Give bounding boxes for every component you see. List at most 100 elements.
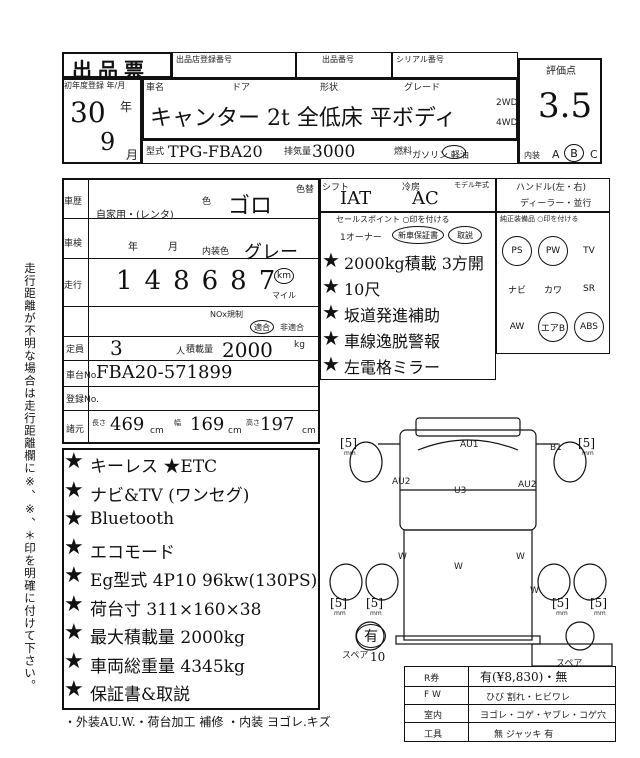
fuel-label: 燃料: [394, 147, 413, 157]
footer-line-1: [404, 686, 616, 687]
displacement-label: 排気量: [284, 147, 312, 157]
feature-star: ★: [64, 449, 84, 474]
feature-star: ★: [64, 677, 84, 702]
footer-fw-label: F W: [424, 690, 441, 700]
side-note: 走行距離が不明な場合は走行距離欄に※、※、＊印を明確に付けて下さい。: [23, 262, 37, 692]
interior-b: B: [570, 146, 578, 160]
footer-line-2: [404, 704, 616, 705]
info-line-2: [62, 258, 320, 259]
feature-star: ★: [64, 477, 84, 503]
year-value: 30: [70, 96, 106, 129]
drive-2wd: 2WD: [496, 98, 518, 108]
sales-point-star: ★: [322, 300, 340, 324]
footer-vline: [468, 666, 469, 742]
feature-star: ★: [64, 506, 84, 531]
sales-point-star: ★: [322, 248, 340, 272]
interior-c: C: [590, 148, 598, 161]
ac-label: 冷房: [402, 183, 421, 193]
body-label: 形状: [320, 83, 339, 93]
equipment-box: [496, 212, 610, 354]
load-label: 積載量: [186, 345, 214, 355]
spare-circle: 有: [356, 624, 386, 648]
length-value: 469: [110, 414, 145, 435]
footer-tools-value: 無 ジャッキ 有: [494, 730, 554, 740]
sales-point-text: 10尺: [344, 280, 381, 299]
feature-text: 荷台寸 311×160×38: [90, 599, 262, 620]
dealer-label: ディーラー・並行: [520, 199, 592, 209]
equipment-item: ナビ: [507, 285, 526, 296]
equipment-label: 純正装備品 ○印を付ける: [500, 215, 579, 223]
sales-point-text: 2000kg積載 3方開: [344, 254, 484, 273]
reg-no-box: [172, 52, 296, 78]
info-line-7: [62, 410, 320, 411]
feature-text: Bluetooth: [90, 509, 175, 529]
inspection-label: 車検: [64, 239, 83, 249]
spare-value: 有: [364, 629, 378, 645]
model-box: [142, 140, 518, 164]
equipment-item: SR: [583, 284, 595, 294]
model-value: TPG-FBA20: [168, 142, 263, 161]
inspection-month: 月: [168, 242, 178, 253]
usage-label: 車歴: [64, 197, 83, 207]
manual-circle: 取説: [448, 226, 482, 244]
feature-star: ★: [64, 620, 84, 645]
tire-unit: mm: [594, 610, 606, 617]
handle-label: ハンドル(左・右): [516, 183, 587, 193]
info-line-6: [62, 386, 320, 387]
color-change-label: 色替: [296, 185, 315, 195]
ship-no-label: 出品番号: [322, 55, 354, 64]
diagram-mark: U3: [454, 486, 467, 496]
tire-unit: mm: [582, 450, 594, 457]
height-unit: cm: [302, 426, 316, 436]
tire-label: [5]: [340, 436, 357, 450]
width-unit: cm: [228, 426, 242, 436]
tire-unit: mm: [370, 610, 382, 617]
serial-label: シリアル番号: [396, 55, 444, 64]
remarks: ・外装AU.W.・荷台加工 補修 ・内装 ヨゴレ.キズ: [64, 715, 331, 729]
diagram-mark: B1: [550, 443, 562, 453]
feature-star: ★: [64, 648, 84, 674]
feature-star: ★: [64, 591, 84, 617]
width-label: 幅: [174, 419, 181, 427]
info-line-5: [62, 360, 320, 361]
grade-label: グレード: [404, 83, 441, 93]
tire-label: [5]: [366, 596, 383, 610]
features-box: [62, 448, 320, 710]
car-name-value: キャンター 2t 全低床 平ボディ: [150, 106, 457, 131]
footer-recycle-label: R券: [424, 674, 440, 684]
handle-box: [496, 178, 610, 212]
footer-tools-label: 工具: [424, 730, 443, 740]
mileage-unit-circle: km: [274, 268, 294, 284]
header-title-box: [62, 52, 172, 78]
feature-text: 最大積載量 2000kg: [90, 628, 245, 648]
equipment-item: エアB: [538, 312, 568, 342]
mileage-label: 走行: [64, 281, 83, 291]
equipment-item: AW: [509, 322, 525, 332]
footer-fw-value: ひび 割れ・ヒビワレ: [486, 693, 570, 703]
length-label: 長さ: [92, 419, 106, 427]
fuel-value: ガソリン 軽油: [412, 151, 469, 161]
color-value: ゴロ: [228, 194, 273, 219]
interior-a: A: [552, 148, 560, 161]
shift-label: シフト: [322, 183, 350, 193]
equipment-item: TV: [583, 246, 595, 256]
nox-ok: 適合: [254, 322, 270, 332]
usage-value: 自家用・(レンタ): [96, 210, 174, 221]
sales-point-star: ★: [322, 274, 340, 298]
month-value: 9: [100, 128, 116, 156]
feature-text: エコモード: [90, 542, 175, 563]
footer-interior-label: 室内: [424, 711, 443, 721]
tire-label: [5]: [552, 596, 569, 610]
nox-ok-circle: 適合: [250, 320, 274, 334]
height-value: 197: [260, 414, 295, 435]
feature-text: キーレス ★ETC: [90, 457, 218, 477]
year-unit: 年: [120, 100, 133, 114]
interior-label: 内装: [524, 151, 540, 160]
diagram-mark: AU1: [460, 440, 479, 450]
sales-point-star: ★: [322, 352, 340, 376]
sales-point-star: ★: [322, 326, 340, 350]
feature-text: Eg型式 4P10 96kw(130PS): [90, 571, 318, 591]
serial-box: [392, 52, 518, 78]
feature-text: ナビ&TV (ワンセグ): [90, 485, 250, 506]
feature-star: ★: [64, 534, 84, 560]
